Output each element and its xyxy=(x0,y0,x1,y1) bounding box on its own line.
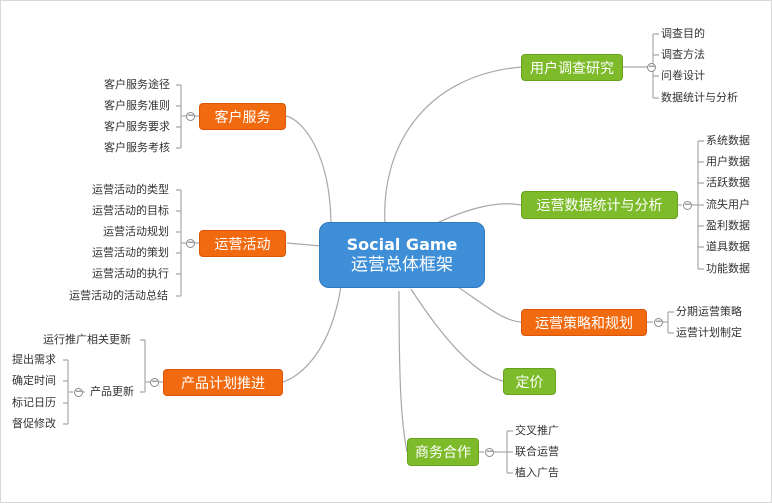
leaf-item[interactable]: 数据统计与分析 xyxy=(661,91,738,104)
central-topic[interactable]: Social Game 运营总体框架 xyxy=(319,222,485,288)
branch-label: 运营策略和规划 xyxy=(535,315,633,332)
collapse-toggle-icon[interactable]: − xyxy=(654,317,663,327)
collapse-toggle-icon[interactable]: − xyxy=(186,111,195,121)
leaf-item[interactable]: 联合运营 xyxy=(515,445,559,458)
collapse-toggle-icon[interactable]: − xyxy=(186,238,195,248)
leaf-item[interactable]: 督促修改 xyxy=(12,417,56,430)
leaf-item[interactable]: 客户服务考核 xyxy=(104,141,170,154)
leaf-item[interactable]: 客户服务要求 xyxy=(104,120,170,133)
branch-label: 运营数据统计与分析 xyxy=(536,198,663,214)
branch-label: 商务合作 xyxy=(415,445,471,461)
leaf-item[interactable]: 客户服务准则 xyxy=(104,99,170,112)
leaf-item[interactable]: 盈利数据 xyxy=(706,219,750,232)
branch-label: 用户调查研究 xyxy=(530,60,614,77)
leaf-item[interactable]: 确定时间 xyxy=(12,374,56,387)
collapse-toggle-icon[interactable]: − xyxy=(74,387,83,397)
leaf-item[interactable]: 提出需求 xyxy=(12,353,56,366)
collapse-toggle-icon[interactable]: − xyxy=(647,62,656,72)
leaf-item[interactable]: 植入广告 xyxy=(515,466,559,479)
leaf-item[interactable]: 客户服务途径 xyxy=(104,78,170,91)
leaf-item[interactable]: 运营计划制定 xyxy=(676,326,742,339)
collapse-toggle-icon[interactable]: − xyxy=(683,200,692,210)
branch-business[interactable]: 商务合作 xyxy=(407,438,479,466)
leaf-item[interactable]: 问卷设计 xyxy=(661,69,705,82)
branch-strategy[interactable]: 运营策略和规划 xyxy=(521,309,647,336)
leaf-item[interactable]: 分期运营策略 xyxy=(676,305,742,318)
branch-user-research[interactable]: 用户调查研究 xyxy=(521,54,623,81)
central-topic-title: Social Game xyxy=(346,235,458,254)
leaf-item[interactable]: 运营活动的目标 xyxy=(92,204,169,217)
leaf-item[interactable]: 系统数据 xyxy=(706,134,750,147)
branch-operation-activity[interactable]: 运营活动 xyxy=(199,230,286,257)
collapse-toggle-icon[interactable]: − xyxy=(485,447,494,457)
leaf-item[interactable]: 流失用户 xyxy=(706,198,750,211)
collapse-toggle-icon[interactable]: − xyxy=(150,377,159,387)
leaf-item[interactable]: 交叉推广 xyxy=(515,424,559,437)
leaf-item[interactable]: 运营活动规划 xyxy=(103,225,169,238)
leaf-item[interactable]: 调查方法 xyxy=(661,48,705,61)
leaf-item[interactable]: 道具数据 xyxy=(706,240,750,253)
leaf-item[interactable]: 产品更新 xyxy=(90,385,134,398)
central-topic-subtitle: 运营总体框架 xyxy=(351,255,453,275)
leaf-item[interactable]: 运营活动的执行 xyxy=(92,267,169,280)
leaf-item[interactable]: 运行推广相关更新 xyxy=(43,333,131,346)
branch-product-plan[interactable]: 产品计划推进 xyxy=(163,369,283,396)
leaf-item[interactable]: 运营活动的活动总结 xyxy=(69,289,168,302)
branch-customer-service[interactable]: 客户服务 xyxy=(199,103,286,130)
leaf-item[interactable]: 功能数据 xyxy=(706,262,750,275)
branch-label: 运营活动 xyxy=(214,236,271,253)
leaf-item[interactable]: 调查目的 xyxy=(661,27,705,40)
leaf-item[interactable]: 活跃数据 xyxy=(706,176,750,189)
branch-label: 定价 xyxy=(515,374,544,391)
leaf-item[interactable]: 标记日历 xyxy=(12,396,56,409)
branch-data-analysis[interactable]: 运营数据统计与分析 xyxy=(521,191,678,219)
leaf-item[interactable]: 运营活动的类型 xyxy=(92,183,169,196)
branch-label: 产品计划推进 xyxy=(181,375,265,392)
leaf-item[interactable]: 运营活动的策划 xyxy=(92,246,169,259)
leaf-item[interactable]: 用户数据 xyxy=(706,155,750,168)
branch-pricing[interactable]: 定价 xyxy=(503,368,556,395)
branch-label: 客户服务 xyxy=(214,109,271,126)
